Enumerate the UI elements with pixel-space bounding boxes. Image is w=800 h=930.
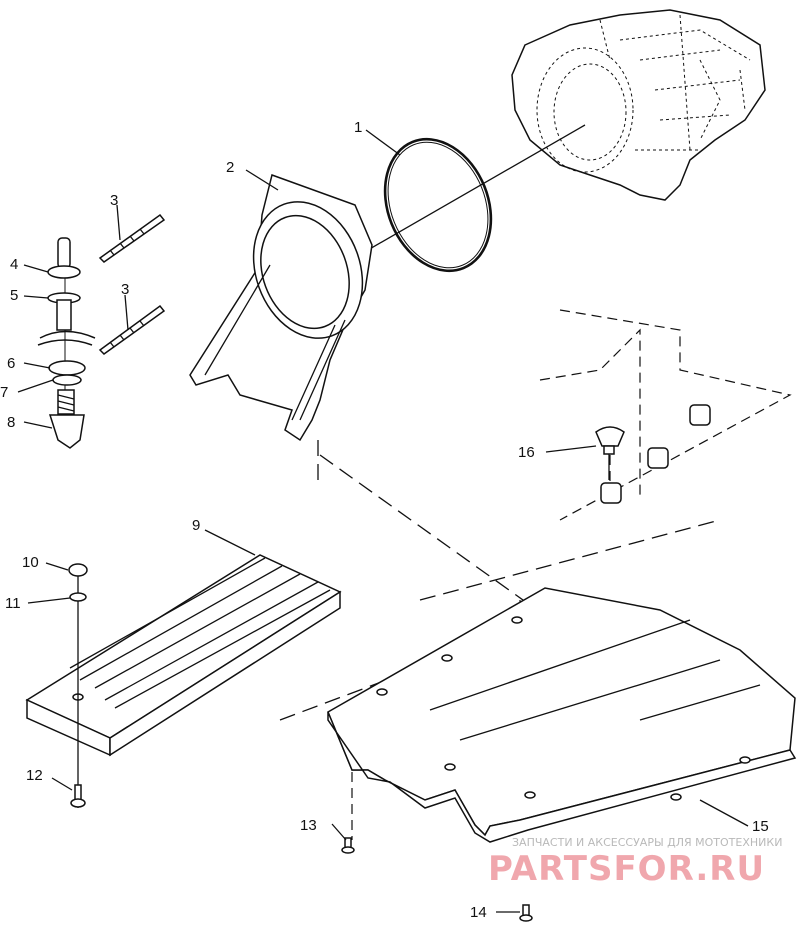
callout-3-lower: 3 bbox=[121, 281, 129, 298]
callout-labels: 1 2 3 3 4 5 6 7 8 9 10 11 12 13 14 15 16 bbox=[0, 119, 769, 921]
callout-6: 6 bbox=[7, 355, 15, 372]
watermark-brand: PARTSFOR.RU bbox=[488, 849, 765, 889]
hull-boss-2 bbox=[647, 447, 669, 469]
callout-5: 5 bbox=[10, 287, 18, 304]
callout-16: 16 bbox=[518, 444, 535, 461]
callout-9: 9 bbox=[192, 517, 200, 534]
sensor-16 bbox=[595, 426, 625, 480]
callout-14: 14 bbox=[470, 904, 487, 921]
washer-11 bbox=[69, 592, 87, 602]
callout-15: 15 bbox=[752, 818, 769, 835]
o-ring-inner bbox=[387, 141, 489, 269]
pump-housing bbox=[511, 9, 766, 201]
hull-boss-1 bbox=[689, 404, 711, 426]
callout-13: 13 bbox=[300, 817, 317, 834]
screw-lower bbox=[98, 304, 166, 355]
bottom-plate bbox=[327, 587, 797, 843]
o-ring bbox=[383, 137, 493, 273]
watermark: ЗАПЧАСТИ И АКСЕССУАРЫ ДЛЯ МОТОТЕХНИКИ PA… bbox=[488, 836, 782, 889]
screw-13 bbox=[341, 837, 355, 854]
hull-boss-3 bbox=[600, 482, 622, 504]
callout-12: 12 bbox=[26, 767, 43, 784]
callout-3-upper: 3 bbox=[110, 192, 118, 209]
callout-2: 2 bbox=[226, 159, 234, 176]
screw-upper bbox=[98, 213, 166, 263]
callout-1: 1 bbox=[354, 119, 362, 136]
callout-11: 11 bbox=[5, 595, 21, 612]
callout-10: 10 bbox=[22, 554, 39, 571]
leader-lines bbox=[17, 129, 749, 913]
bolt-12 bbox=[70, 784, 86, 808]
bracket-plate bbox=[189, 174, 373, 442]
callout-8: 8 bbox=[7, 414, 15, 431]
callout-4: 4 bbox=[10, 256, 18, 273]
nut-10 bbox=[68, 563, 88, 577]
ride-plate bbox=[25, 554, 342, 757]
screw-14 bbox=[519, 904, 533, 922]
mounting-stud-assembly bbox=[37, 237, 96, 449]
watermark-tagline: ЗАПЧАСТИ И АКСЕССУАРЫ ДЛЯ МОТОТЕХНИКИ bbox=[512, 836, 782, 849]
callout-7: 7 bbox=[0, 384, 8, 401]
